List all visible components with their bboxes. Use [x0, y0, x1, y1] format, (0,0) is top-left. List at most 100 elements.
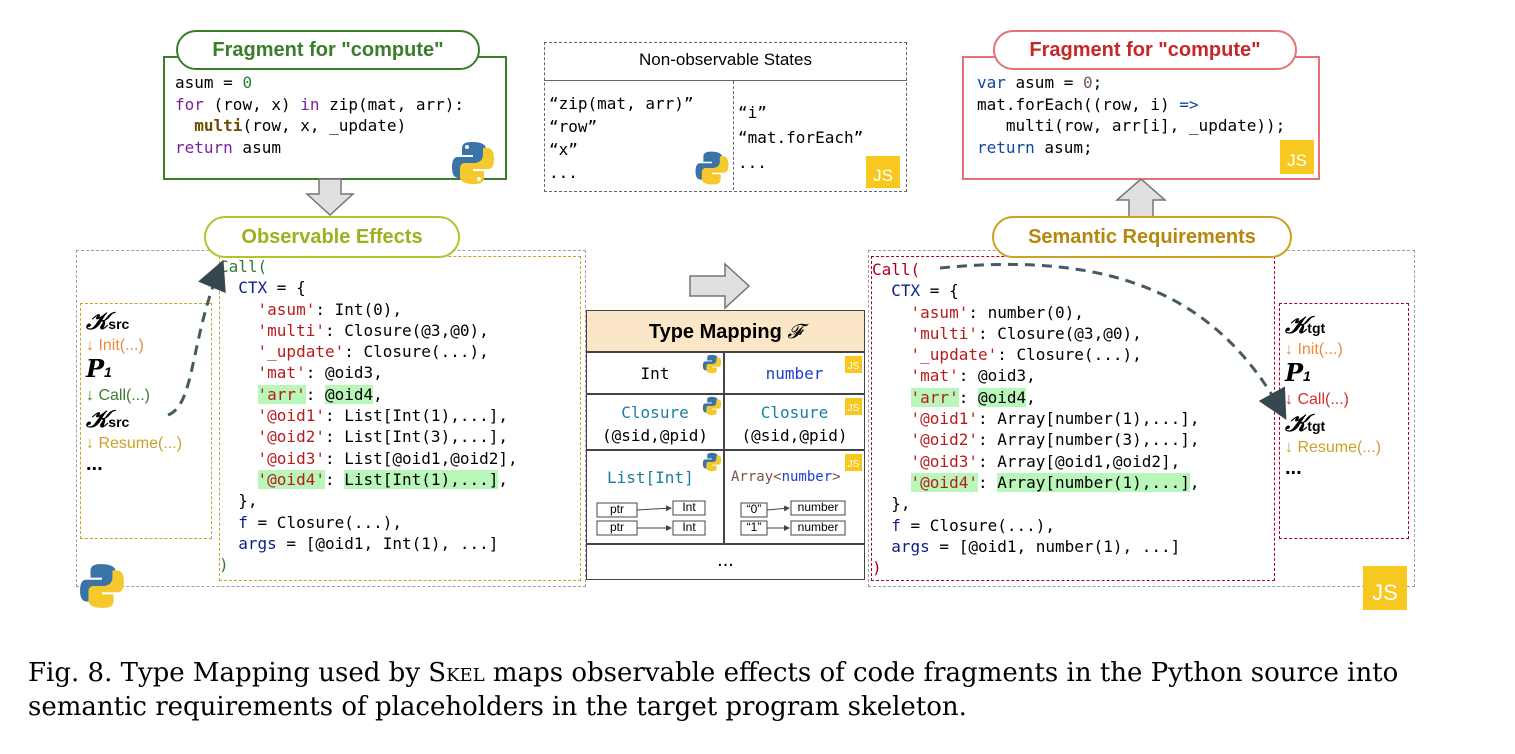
code-line: '@oid1': List[Int(1),...], [257, 406, 508, 426]
code-line: '@oid2': Array[number(3),...], [910, 430, 1200, 450]
state-item: “zip(mat, arr)” [549, 94, 694, 113]
code-line: mat.forEach((row, i) => [977, 94, 1199, 114]
up-arrow-icon [1115, 178, 1167, 218]
k-tgt-label: 𝒦tgt [1285, 408, 1326, 437]
p1-label: P1 [86, 354, 112, 383]
non-observable-python-list: “zip(mat, arr)” “row” “x” ... [549, 92, 694, 184]
observable-effects-title: Observable Effects [204, 216, 460, 258]
code-line: multi(row, arr[i], _update)); [977, 116, 1286, 135]
key-label: “1” [746, 520, 762, 534]
js-logo-icon: JS [1280, 140, 1314, 174]
tm-js-number: number [724, 352, 865, 394]
code-line: Call( [872, 260, 921, 279]
code-line: '@oid3': List[@oid1,@oid2], [257, 448, 518, 468]
tm-js-array-label: Array<number> [731, 469, 841, 485]
non-observable-title-divider [544, 80, 907, 81]
k-tgt-label: 𝒦tgt [1285, 310, 1326, 339]
code-line: 'asum': number(0), [910, 302, 1084, 322]
js-logo-icon: JS [1363, 566, 1407, 610]
js-logo-icon: JS [866, 156, 900, 188]
code-line: }, [872, 494, 911, 514]
k-src-label: 𝒦src [86, 404, 130, 433]
code-line: ) [872, 558, 882, 578]
init-step: ↓ Init(...) [86, 337, 144, 354]
non-observable-title: Non-observable States [639, 50, 812, 69]
init-step: ↓ Init(...) [1285, 341, 1343, 358]
js-fragment-code: var asum = 0; mat.forEach((row, i) => mu… [977, 72, 1285, 158]
code-line: '@oid4': List[Int(1),...], [257, 469, 508, 489]
tm-python-list: List[Int] ptr ptr Int Int [586, 450, 724, 544]
ptr-label: ptr [609, 502, 624, 516]
number-label: number [797, 520, 839, 534]
tm-python-int-label: Int [640, 364, 670, 383]
code-line: 'multi': Closure(@3,@0), [257, 320, 489, 340]
js-logo-icon: JS [845, 356, 862, 373]
code-line: return asum [175, 137, 281, 157]
array-memory-diagram [740, 500, 846, 536]
figure-caption: Fig. 8. Type Mapping used by Skel maps o… [28, 656, 1398, 724]
state-item: ... [549, 163, 578, 182]
semantic-requirements-title: Semantic Requirements [992, 216, 1292, 258]
code-line: '@oid1': Array[number(1),...], [910, 409, 1200, 429]
call-step: ↓ Call(...) [1285, 391, 1349, 408]
state-item: “i” [738, 103, 767, 122]
tm-js-closure-label: Closure [760, 403, 829, 422]
k-src-label: 𝒦src [86, 306, 130, 335]
tm-python-list-label: List[Int] [607, 468, 694, 487]
code-line: '@oid4': Array[number(1),...], [910, 472, 1200, 492]
state-item: ... [738, 153, 767, 172]
code-line: Call( [219, 257, 268, 276]
list-memory-diagram [596, 500, 706, 536]
trace-ellipsis: ... [86, 453, 103, 475]
code-line: '_update': Closure(...), [257, 342, 489, 362]
code-line: CTX = { [238, 278, 306, 298]
int-label: Int [682, 520, 696, 534]
code-line: return asum; [977, 137, 1093, 157]
tm-js-closure: Closure (@sid,@pid) [724, 394, 865, 450]
resume-step: ↓ Resume(...) [86, 435, 183, 452]
caption-line-2: semantic requirements of placeholders in… [28, 692, 967, 722]
code-line: var asum = 0; [977, 73, 1103, 92]
tm-python-closure-label: Closure [621, 403, 689, 422]
code-line: 'mat': @oid3, [257, 363, 383, 383]
code-line: CTX = { [891, 281, 959, 301]
python-logo-icon [702, 396, 722, 416]
code-line: asum = 0 [175, 73, 253, 92]
int-label: Int [682, 500, 696, 514]
number-cell [790, 500, 846, 516]
semantic-to-call-arrow [939, 262, 1287, 420]
resume-step: ↓ Resume(...) [1285, 439, 1382, 456]
code-line: args = [@oid1, Int(1), ...] [238, 533, 499, 553]
code-line: args = [@oid1, number(1), ...] [891, 536, 1181, 556]
js-fragment-title: Fragment for "compute" [993, 30, 1297, 70]
state-item: “x” [549, 140, 578, 159]
code-line: '_update': Closure(...), [910, 345, 1142, 365]
state-item: “mat.forEach” [738, 128, 864, 147]
code-line: 'asum': Int(0), [257, 299, 403, 319]
python-logo-icon [80, 564, 124, 608]
non-observable-js-list: “i” “mat.forEach” ... [738, 100, 863, 175]
key-label: “0” [746, 502, 762, 516]
call-step: ↓ Call(...) [86, 387, 150, 404]
down-arrow-icon [305, 178, 355, 216]
caption-line-1: Fig. 8. Type Mapping used by Skel maps o… [28, 658, 1399, 688]
code-line: ) [219, 555, 229, 575]
code-line: f = Closure(...), [238, 512, 403, 532]
code-line: 'arr': @oid4, [257, 384, 383, 404]
code-line: multi(row, x, _update) [194, 116, 407, 135]
tm-js-closure-sub: (@sid,@pid) [741, 426, 848, 445]
python-logo-icon [695, 151, 729, 185]
source-trace: 𝒦src ↓ Init(...) P1 ↓ Call(...) 𝒦src ↓ R… [86, 306, 183, 475]
non-observable-frame [544, 42, 907, 192]
tm-python-int: Int [586, 352, 724, 394]
skel-name: Skel [428, 658, 485, 688]
code-line: 'multi': Closure(@3,@0), [910, 323, 1142, 343]
code-line: f = Closure(...), [891, 515, 1056, 535]
code-line: for (row, x) in zip(mat, arr): [175, 94, 464, 114]
int-cell [672, 520, 706, 536]
int-cell [672, 500, 706, 516]
tm-ellipsis-row: ... [586, 544, 865, 580]
js-logo-icon: JS [845, 398, 862, 415]
number-cell [790, 520, 846, 536]
